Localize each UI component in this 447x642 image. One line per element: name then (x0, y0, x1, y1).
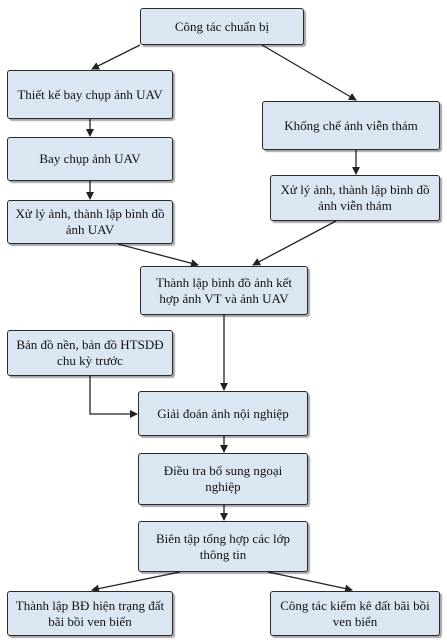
node-thanh-lap-binh-do-ket-hop: Thành lập bình đồ ảnh kết hợp ảnh VT và … (140, 266, 308, 315)
node-ban-do-nen: Bản đồ nền, bản đồ HTSDĐ chu kỳ trước (7, 330, 173, 376)
node-cong-tac-chuan-bi: Công tác chuẩn bị (140, 8, 304, 45)
edge-cong-tac-thiet-ke (91, 44, 141, 70)
edge-bien-tap-kiem-ke (267, 571, 353, 593)
node-cong-tac-kiem-ke: Công tác kiểm kê đất bãi bồi ven biển (270, 591, 440, 636)
node-thiet-ke-bay-chup: Thiết kế bay chụp ảnh UAV (7, 70, 173, 119)
node-bien-tap-tong-hop: Biên tập tổng hợp các lớp thông tin (138, 521, 308, 572)
edge-xu-ly-uav-thanh-lap-bd (117, 243, 199, 268)
edge-xu-ly-vt-thanh-lap-bd (252, 220, 337, 266)
node-thanh-lap-bd-hien-trang: Thành lập BĐ hiện trạng đất bãi bồi ven … (7, 591, 173, 636)
node-xu-ly-anh-vien-tham: Xử lý ảnh, thành lập bình đồ ảnh viễn th… (270, 175, 440, 221)
node-xu-ly-anh-uav: Xử lý ảnh, thành lập bình đồ ảnh UAV (7, 200, 173, 244)
edge-cong-tac-khong-che (261, 44, 357, 101)
node-khong-che-anh-vien-tham: Khống chế ảnh viễn thám (262, 101, 440, 150)
edge-bien-tap-thanh-lap-ht (91, 571, 181, 593)
node-giai-doan-anh-noi-nghiep: Giải đoán ảnh nội nghiệp (138, 391, 308, 436)
node-bay-chup-anh-uav: Bay chụp ảnh UAV (7, 137, 173, 181)
edge-ban-do-nen-giai-doan (89, 376, 138, 418)
node-dieu-tra-bo-sung: Điều tra bổ sung ngoại nghiệp (138, 453, 308, 505)
